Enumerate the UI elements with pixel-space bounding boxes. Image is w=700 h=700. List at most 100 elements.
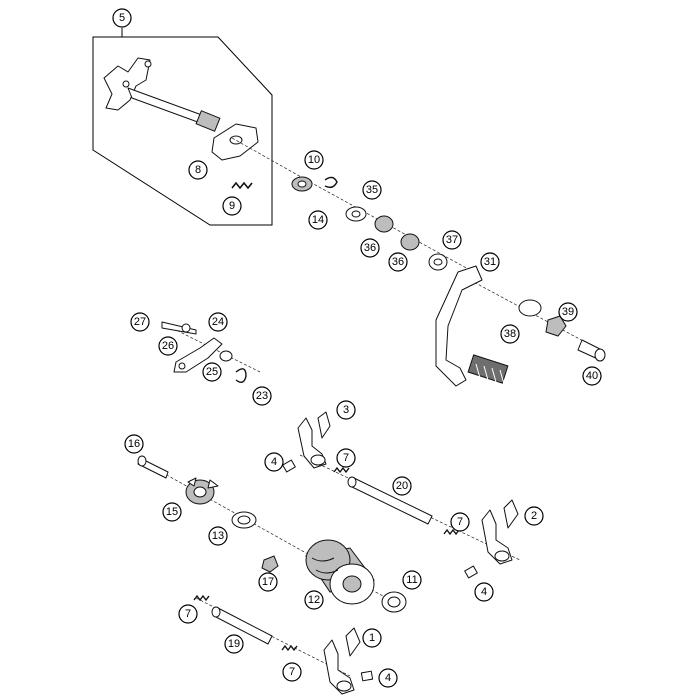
callout: 13 <box>208 526 228 546</box>
clip-part-14 <box>324 176 338 189</box>
callout-label: 40 <box>586 370 598 382</box>
callout: 10 <box>304 150 324 170</box>
callout: 17 <box>258 572 278 592</box>
callout: 1 <box>362 628 382 648</box>
callout: 15 <box>162 502 182 522</box>
callout: 36 <box>360 238 380 258</box>
bolt-part-16 <box>137 455 169 479</box>
callout-label: 2 <box>531 510 537 522</box>
washer-part-13 <box>231 511 257 529</box>
callout-label: 31 <box>484 256 496 268</box>
callout-label: 14 <box>312 214 324 226</box>
spring-part-9 <box>231 181 253 190</box>
callout: 4 <box>474 582 494 602</box>
guide-pin-part-4b <box>464 565 478 579</box>
callout-label: 39 <box>562 306 574 318</box>
spring-part-7c <box>193 594 210 602</box>
callout-label: 36 <box>364 242 376 254</box>
callout-label: 7 <box>185 608 191 620</box>
bearing-part-36a <box>374 215 394 233</box>
shift-shaft-assembly-frame <box>92 28 273 226</box>
guide-pin-part-4c <box>360 670 374 682</box>
callout-label: 19 <box>228 638 240 650</box>
callout-label: 7 <box>289 666 295 678</box>
callout: 38 <box>500 324 520 344</box>
callout: 23 <box>252 386 272 406</box>
callout-label: 15 <box>166 506 178 518</box>
callout: 14 <box>308 210 328 230</box>
callout: 24 <box>208 312 228 332</box>
callout: 35 <box>362 180 382 200</box>
callout: 39 <box>558 302 578 322</box>
callout-label: 38 <box>504 328 516 340</box>
spring-part-7a <box>333 466 350 474</box>
callout-label: 17 <box>262 576 274 588</box>
shift-fork-part-1 <box>323 627 361 695</box>
washer-part-35 <box>345 206 367 222</box>
callout-label: 7 <box>457 516 463 528</box>
callout-label: 11 <box>406 574 417 586</box>
fork-rod-part-20 <box>347 476 433 525</box>
callout: 27 <box>130 312 150 332</box>
shift-lever-part-31 <box>435 265 509 387</box>
callout: 25 <box>202 362 222 382</box>
callout: 9 <box>222 196 242 216</box>
detent-lever-part-24 <box>173 337 223 373</box>
callout: 36 <box>388 252 408 272</box>
callout-label: 20 <box>396 480 408 492</box>
bearing-part-11 <box>381 591 407 613</box>
callout: 19 <box>224 634 244 654</box>
callout-label: 9 <box>229 200 235 212</box>
callout-label: 37 <box>446 234 458 246</box>
callout-label: 27 <box>134 316 146 328</box>
spring-part-7d <box>281 644 298 652</box>
callout: 7 <box>450 512 470 532</box>
callout-label: 10 <box>308 154 320 166</box>
callout-label: 3 <box>343 404 349 416</box>
callout-label: 1 <box>369 632 375 644</box>
callout-layer: 5 8 9 10 14 35 36 36 37 31 38 39 40 27 2… <box>112 8 602 688</box>
callout-label: 24 <box>212 316 224 328</box>
callout: 20 <box>392 476 412 496</box>
callout: 2 <box>524 506 544 526</box>
callout: 11 <box>402 570 422 590</box>
callout: 4 <box>378 668 398 688</box>
callout: 7 <box>336 448 356 468</box>
callout-label: 13 <box>212 530 224 542</box>
bolt-part-40 <box>577 339 606 362</box>
callout: 4 <box>264 452 284 472</box>
callout-label: 4 <box>385 672 391 684</box>
callout: 26 <box>158 336 178 356</box>
guide-pin-part-4a <box>282 459 296 473</box>
callout-label: 23 <box>256 390 268 402</box>
callout-label: 16 <box>128 438 140 450</box>
shift-drum-part-12 <box>305 539 375 605</box>
callout: 12 <box>304 590 324 610</box>
seal-part-37 <box>428 253 448 271</box>
fork-rod-part-19 <box>211 606 273 645</box>
bushing-part-10 <box>291 176 313 192</box>
callout: 3 <box>336 400 356 420</box>
spring-part-23 <box>235 368 247 383</box>
nut-part-17 <box>261 555 279 573</box>
shift-drum-locating-part-15 <box>185 477 219 505</box>
callout-label: 36 <box>392 256 404 268</box>
callout: 7 <box>178 604 198 624</box>
nut-part-39 <box>545 315 567 337</box>
callout-label: 4 <box>481 586 487 598</box>
spring-part-7b <box>443 528 460 536</box>
callout-label: 25 <box>206 366 218 378</box>
callout: 7 <box>282 662 302 682</box>
callout: 31 <box>480 252 500 272</box>
shift-shaft-part <box>103 57 259 161</box>
bearing-part-36b <box>400 233 420 251</box>
callout: 8 <box>188 160 208 180</box>
callout-label: 7 <box>343 452 349 464</box>
callout-label: 8 <box>195 164 201 176</box>
bushing-part-25 <box>219 350 233 362</box>
shift-fork-part-2 <box>481 499 519 565</box>
callout: 40 <box>582 366 602 386</box>
bolt-part-27 <box>161 321 197 335</box>
shift-fork-part-3 <box>297 411 331 469</box>
